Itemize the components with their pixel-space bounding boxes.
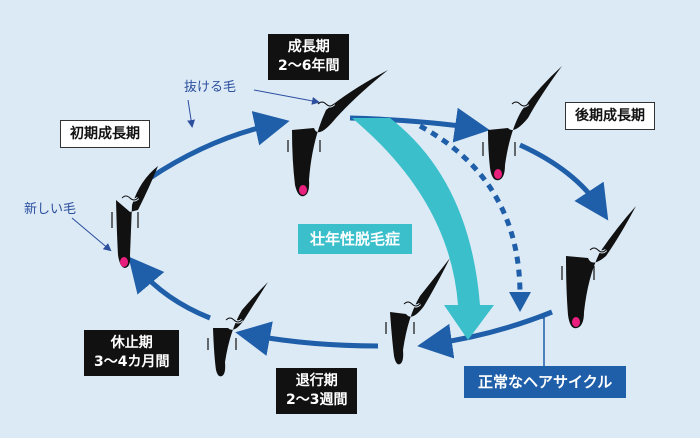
normal-cycle-connector	[536, 317, 545, 370]
pointer-new-hair	[71, 217, 112, 252]
hair-rest	[207, 282, 268, 377]
annotation-new-hair: 新しい毛	[24, 202, 77, 217]
hair-mature	[561, 206, 636, 329]
arrow-late-to-next	[518, 142, 609, 221]
label-regression-title: 退行期	[295, 373, 338, 389]
annotation-falling-hair: 抜ける毛	[184, 80, 237, 95]
hair-regression	[385, 258, 450, 365]
arrow-early-to-growth	[148, 111, 290, 181]
pointer-falling-hair	[253, 89, 320, 105]
arrow-dotted-shortcut	[418, 123, 523, 296]
label-early-growth: 初期成長期	[60, 120, 150, 148]
label-rest: 休止期 3〜4カ月間	[84, 330, 180, 376]
label-regression-duration: 2〜3週間	[286, 392, 348, 408]
label-aga: 壮年性脱毛症	[298, 224, 413, 254]
hair-early-growth	[111, 166, 158, 268]
arrow-to-regression	[417, 309, 553, 359]
arrow-aga	[352, 118, 494, 340]
label-rest-duration: 3〜4カ月間	[94, 354, 170, 370]
label-growth-duration: 2〜6年間	[278, 58, 340, 74]
label-regression: 退行期 2〜3週間	[276, 368, 358, 414]
label-late-growth: 後期成長期	[565, 102, 655, 130]
pointer-early-growth	[187, 99, 196, 128]
arrow-regression-to-rest	[235, 321, 379, 356]
hair-late-growth	[482, 66, 562, 181]
arrow-dotted-head	[509, 292, 531, 312]
label-normal-cycle: 正常なヘアサイクル	[464, 366, 627, 398]
arrow-rest-to-early	[128, 256, 211, 321]
label-growth-title: 成長期	[287, 39, 330, 55]
label-growth: 成長期 2〜6年間	[268, 34, 350, 80]
label-rest-title: 休止期	[110, 335, 153, 351]
hair-growth	[287, 70, 388, 197]
